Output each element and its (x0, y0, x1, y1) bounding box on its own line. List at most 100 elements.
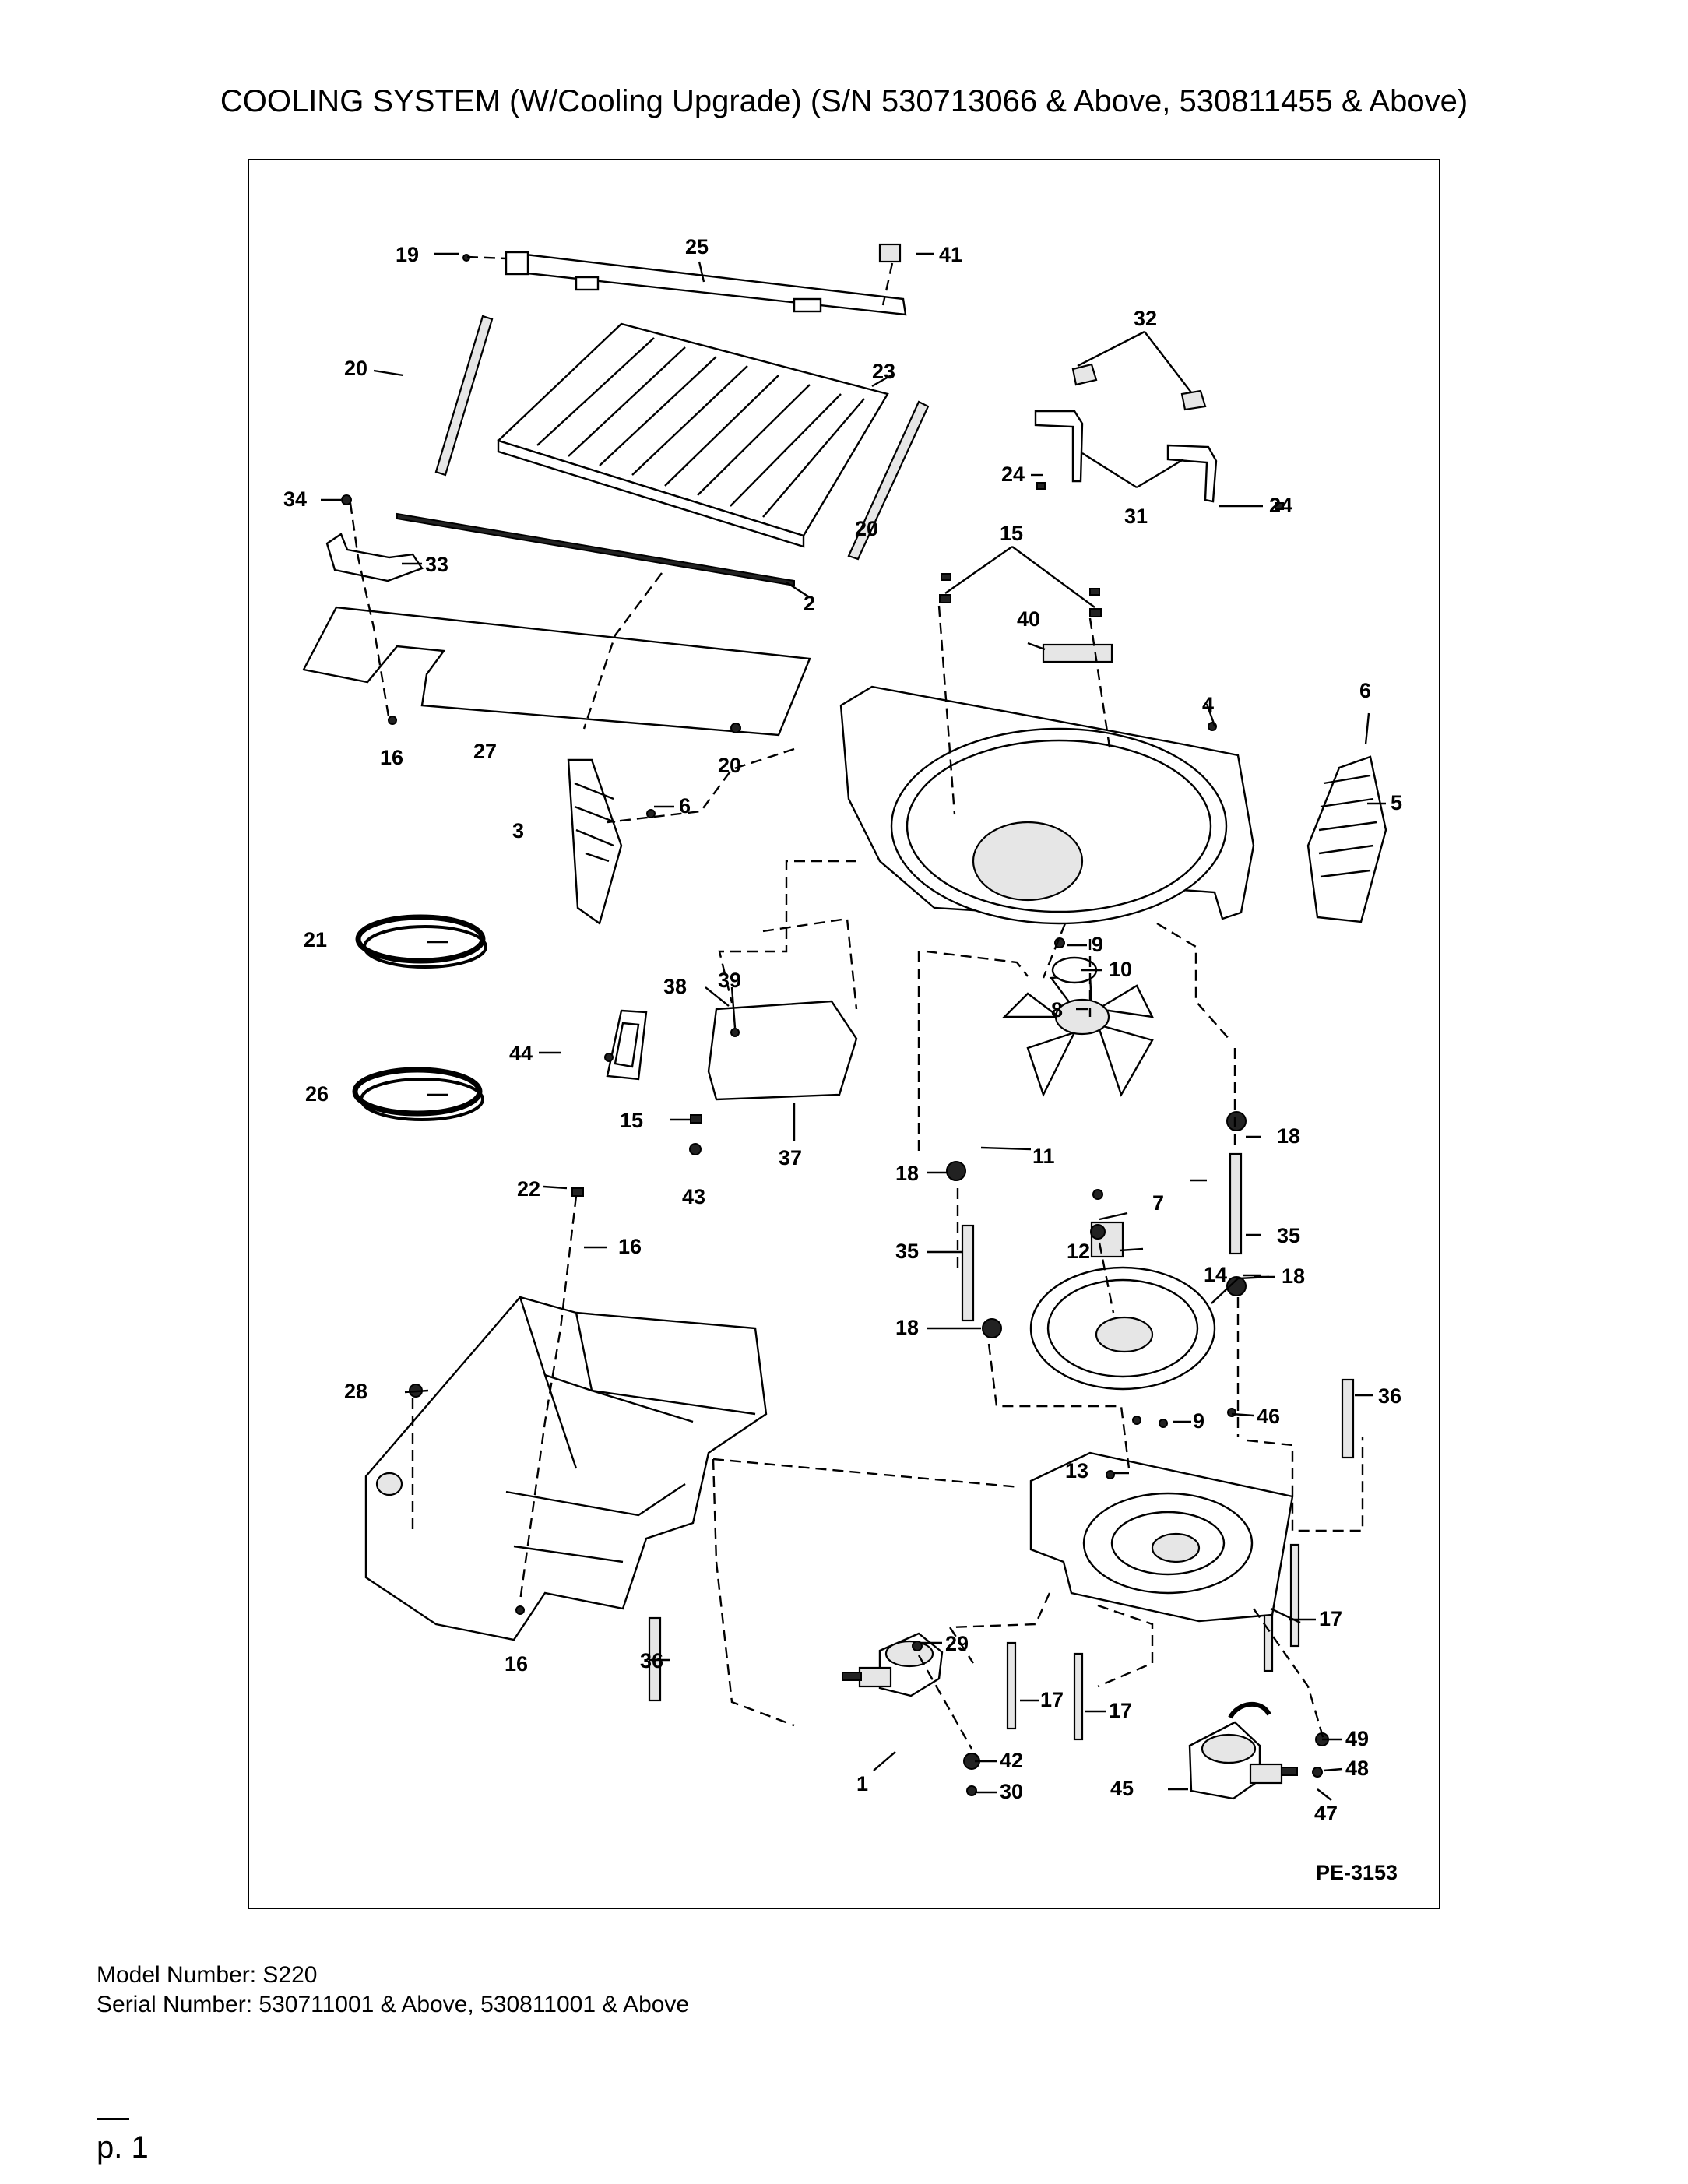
callout-34: 34 (283, 487, 307, 511)
callout-35b: 35 (895, 1240, 919, 1263)
callout-9: 9 (1092, 933, 1103, 956)
diagram-canvas: 19 25 41 20 23 32 24 3 1 34 33 2 20 15 40… (283, 235, 1402, 1884)
cap-32-left (1071, 363, 1098, 386)
callout-5: 5 (1391, 791, 1402, 814)
callout-22: 22 (517, 1177, 540, 1201)
model-number: Model Number: S220 (97, 1962, 318, 1988)
callout-45: 45 (1110, 1777, 1134, 1800)
callout-32: 32 (1134, 307, 1157, 330)
callout-labels: 19 25 41 20 23 32 24 3 1 34 33 2 20 15 40… (283, 235, 1402, 1825)
callout-18b: 18 (895, 1162, 919, 1185)
callout-13: 13 (1065, 1459, 1088, 1482)
hose-26 (352, 1067, 483, 1117)
callout-17c: 17 (1319, 1607, 1342, 1630)
callout-25: 25 (685, 235, 709, 258)
callout-8: 8 (1051, 998, 1063, 1022)
callout-18: 18 (1277, 1124, 1300, 1148)
alignment-lines (349, 255, 1364, 1750)
callout-37: 37 (779, 1146, 802, 1169)
cover-tab-mid (575, 276, 600, 291)
foam-40 (1042, 643, 1113, 663)
rod-35-right (1229, 1152, 1243, 1255)
baffle-panel-27 (302, 606, 811, 737)
model-info: Model Number: S220 Serial Number: 530711… (97, 1961, 689, 2020)
page-number: p. 1 (97, 2130, 149, 2165)
callout-20b: 20 (855, 517, 878, 540)
seal-44 (606, 1009, 648, 1081)
page-rule (97, 2118, 129, 2120)
leader-lines (321, 252, 1386, 1801)
callout-38: 38 (663, 975, 687, 998)
callout-30: 30 (1000, 1780, 1023, 1803)
hose-21 (355, 914, 486, 964)
callout-15: 15 (1000, 522, 1023, 545)
rubber-bumper-41 (878, 243, 902, 263)
callout-17: 17 (1040, 1688, 1064, 1711)
hydraulic-motor-1 (842, 1632, 944, 1697)
callout-26: 26 (305, 1082, 329, 1106)
callout-19: 19 (396, 243, 419, 266)
callout-49: 49 (1345, 1727, 1369, 1750)
rod-17-d (1289, 1543, 1300, 1648)
grille-5 (1306, 755, 1387, 923)
cover-tab-right (793, 297, 822, 313)
cooler-fins (536, 337, 865, 518)
callout-40: 40 (1017, 607, 1040, 631)
rod-36-right (1341, 1378, 1355, 1459)
seal-strip-left (434, 315, 494, 477)
callout-12: 12 (1067, 1240, 1090, 1263)
callout-27: 27 (473, 740, 497, 763)
bracket-33 (325, 533, 424, 582)
callout-3: 3 (512, 819, 524, 842)
callout-16b: 16 (618, 1235, 642, 1258)
callout-23: 23 (872, 360, 895, 383)
callout-18d: 18 (895, 1316, 919, 1339)
callout-6: 6 (1359, 679, 1371, 702)
callout-29: 29 (945, 1632, 969, 1655)
callout-48: 48 (1345, 1757, 1369, 1780)
machine-frame (364, 1296, 768, 1641)
callout-4: 4 (1202, 693, 1214, 716)
callout-20: 20 (344, 357, 367, 380)
callout-39: 39 (718, 969, 741, 992)
callout-24: 24 (1001, 462, 1025, 486)
rod-17-b (1073, 1652, 1084, 1741)
callout-11: 11 (1032, 1145, 1055, 1168)
fan-blade (1002, 973, 1155, 1098)
cover-tab-left (505, 251, 529, 276)
callout-42: 42 (1000, 1749, 1023, 1772)
callout-24b: 24 (1269, 494, 1292, 517)
callout-41: 41 (939, 243, 962, 266)
callout-6b: 6 (679, 794, 691, 818)
drawing-code: PE-3153 (1316, 1861, 1398, 1884)
callout-14: 14 (1204, 1263, 1227, 1286)
hardware-fasteners (341, 254, 1329, 1796)
callout-46: 46 (1257, 1405, 1280, 1428)
callout-36: 36 (1378, 1384, 1401, 1408)
callout-20c: 20 (718, 754, 741, 777)
callout-16: 16 (380, 746, 403, 769)
callout-16c: 16 (505, 1652, 528, 1676)
seal-strip-2 (396, 512, 795, 587)
callout-2: 2 (804, 592, 815, 615)
callout-9b: 9 (1193, 1409, 1204, 1433)
callout-10: 10 (1109, 958, 1132, 981)
bracket-31-right (1166, 444, 1218, 503)
callout-35: 35 (1277, 1224, 1300, 1247)
callout-1: 1 (856, 1772, 868, 1795)
rod-35-left (961, 1224, 975, 1322)
serial-number: Serial Number: 530711001 & Above, 530811… (97, 1992, 690, 2017)
callout-44: 44 (509, 1042, 533, 1065)
callout-47: 47 (1314, 1802, 1338, 1825)
seal-strip-right (847, 400, 930, 561)
grille-3 (567, 758, 623, 925)
callout-28: 28 (344, 1380, 367, 1403)
page-title: COOLING SYSTEM (W/Cooling Upgrade) (S/N … (220, 84, 1468, 118)
hydraulic-motor-45 (1188, 1701, 1298, 1800)
cap-32-right (1180, 389, 1207, 411)
callout-33: 33 (425, 553, 448, 576)
fan-shroud-opening (890, 727, 1228, 925)
callout-43: 43 (682, 1185, 705, 1208)
top-cover-plate (505, 251, 907, 316)
exploded-parts-diagram: 19 25 41 20 23 32 24 3 1 34 33 2 20 15 40… (248, 159, 1440, 1909)
